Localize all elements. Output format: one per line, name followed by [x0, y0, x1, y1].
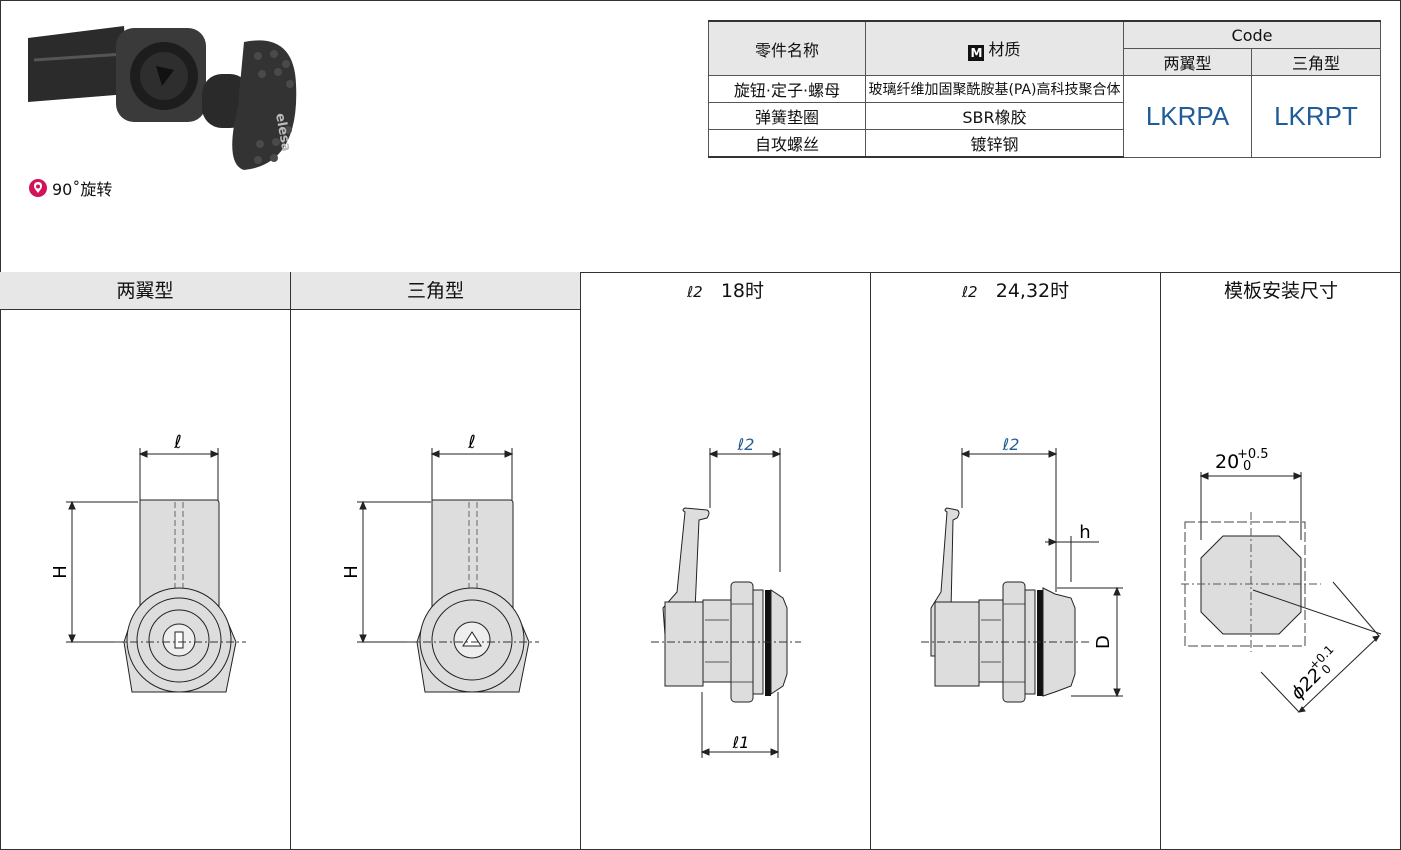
panel-l2-24-32: ℓ2 24,32时 ℓ2 h D: [871, 272, 1161, 850]
dim-width: 20: [1215, 451, 1239, 473]
dim-h: h: [1079, 522, 1090, 543]
dim-width-tol-lower: 0: [1243, 459, 1251, 474]
panel-title: 模板安装尺寸: [1223, 280, 1338, 302]
row-part: 弹簧垫圈: [708, 102, 866, 130]
product-photo: elesa: [28, 26, 297, 170]
dim-h: H: [50, 565, 71, 579]
title-suffix: 18时: [720, 280, 765, 302]
header-code: Code: [1123, 20, 1381, 49]
panel-two-wing: 两翼型 ℓ H: [0, 272, 291, 850]
dim-l: ℓ: [467, 432, 475, 453]
svg-text:elesa: elesa: [272, 112, 293, 153]
code-lkrpa: LKRPA: [1123, 75, 1252, 158]
title-prefix: ℓ2: [961, 283, 978, 301]
row-material: SBR橡胶: [865, 102, 1124, 130]
panel-mounting-template: 模板安装尺寸 20 +0.5 0 ϕ22 +0.1 0: [1161, 272, 1401, 850]
row-material: 玻璃纤维加固聚酰胺基(PA)高科技聚合体: [865, 75, 1124, 103]
dim-width-tol-upper: +0.5: [1237, 447, 1269, 462]
dim-l2: ℓ2: [1002, 435, 1020, 454]
dim-h: H: [341, 565, 362, 579]
mounting-template-drawing: 20 +0.5 0 ϕ22 +0.1 0: [1181, 447, 1382, 713]
rotation-warning-icon: [29, 179, 47, 197]
panel-triangle: 三角型 ℓ H: [291, 272, 581, 850]
side-view-18-drawing: ℓ2 ℓ1: [651, 435, 801, 758]
row-part: 旋钮·定子·螺母: [708, 75, 866, 103]
panel-title: ℓ2 24,32时: [871, 272, 1160, 310]
header-code-a: 两翼型: [1123, 48, 1252, 76]
two-wing-drawing: ℓ H: [50, 432, 246, 693]
dim-d: D: [1093, 635, 1114, 649]
dim-l1: ℓ1: [732, 733, 750, 752]
side-view-24-32-drawing: ℓ2 h D: [921, 435, 1123, 703]
dim-l2: ℓ2: [737, 435, 755, 454]
title-suffix: 24,32时: [995, 280, 1070, 302]
panel-title: 三角型: [291, 272, 580, 310]
rotation-note-text: 90˚旋转: [52, 180, 113, 199]
triangle-drawing: ℓ H: [341, 432, 539, 693]
material-badge: M: [968, 45, 985, 61]
header-material-label: 材质: [988, 40, 1021, 59]
section-divider: [0, 272, 1401, 273]
dim-diameter: ϕ22: [1287, 664, 1326, 703]
row-material: 镀锌钢: [865, 129, 1124, 158]
code-lkrpt: LKRPT: [1251, 75, 1381, 158]
rotation-note: 90˚旋转: [28, 176, 112, 200]
panel-title: ℓ2 18时: [581, 272, 870, 310]
panel-title: 两翼型: [0, 272, 290, 310]
header-code-b: 三角型: [1251, 48, 1381, 76]
panel-l2-18: ℓ2 18时 ℓ2 ℓ1: [581, 272, 871, 850]
header-part-name: 零件名称: [708, 20, 866, 76]
dim-l: ℓ: [173, 432, 181, 453]
row-part: 自攻螺丝: [708, 129, 866, 158]
title-prefix: ℓ2: [686, 283, 703, 301]
